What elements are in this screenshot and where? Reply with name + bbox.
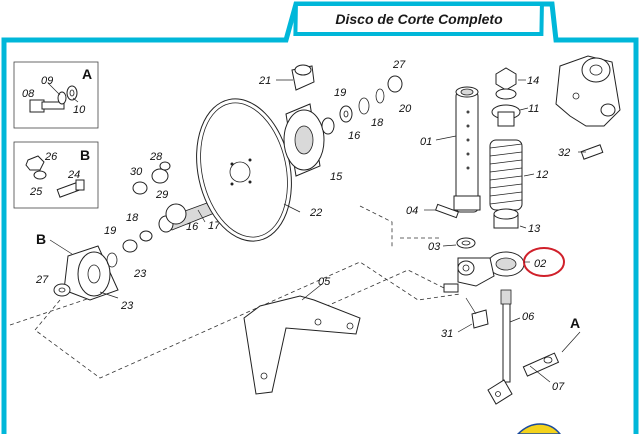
part-label-11: 11 [528,103,539,115]
part-label-17: 17 [208,220,221,232]
detail-label-a: A [82,66,92,82]
part-label-05: 05 [318,276,331,288]
part-label-20: 20 [398,103,412,115]
bearing-hub: 21 16 15 19 18 20 27 [258,59,412,183]
part-label-31: 31 [441,328,453,340]
spring-assembly: 14 11 12 13 [489,67,548,235]
part-label-22: 22 [309,207,322,219]
part-label-29: 29 [155,189,168,201]
part-label-04: 04 [406,205,418,217]
part-label-19-b: 19 [334,87,346,99]
adjusting-rod: 06 07 A [487,289,581,405]
part-label-21: 21 [258,75,271,87]
detail-inset-b: B 26 25 24 [13,141,99,209]
part-label-15: 15 [330,171,343,183]
hub-flange-assembly: B 27 23 23 19 18 [35,212,153,312]
part-label-23: 23 [120,300,134,312]
pivot-arm: 02 [443,247,565,293]
assembly-guide-line-2 [359,205,440,248]
part-label-14: 14 [527,75,539,87]
part-label-32: 32 [558,147,570,159]
part-label-16-b: 16 [348,130,361,142]
part-label-28: 28 [149,151,163,163]
part-label-23-b: 23 [133,268,147,280]
part-label-25: 25 [29,186,43,198]
part-label-13: 13 [528,223,541,235]
vertical-column: 01 [420,86,481,213]
detail-label-b: B [80,147,90,163]
frame-mount: 32 [555,55,621,160]
bolt-31: 31 [441,297,489,340]
detail-inset-a: A 08 09 10 [13,61,99,129]
part-label-09: 09 [41,75,53,87]
part-label-16: 16 [186,221,199,233]
part-label-02: 02 [534,258,546,270]
mounting-bracket: 05 [243,276,361,395]
part-label-12: 12 [536,169,548,181]
part-label-24: 24 [67,169,80,181]
assembly-guide-line [9,261,461,379]
part-label-10: 10 [73,104,86,116]
part-label-27: 27 [35,274,49,286]
part-label-30: 30 [130,166,143,178]
page-title: Disco de Corte Completo [335,11,503,27]
part-label-18-b: 18 [371,117,384,129]
part-label-03: 03 [428,241,441,253]
brand-logo [516,423,561,434]
part-label-27-b: 27 [392,59,406,71]
part-label-07: 07 [552,381,565,393]
part-label-01: 01 [420,136,432,148]
part-label-19: 19 [104,225,116,237]
part-label-18: 18 [126,212,139,224]
detail-label-b-main: B [36,231,46,247]
detail-label-a-main: A [570,315,580,331]
part-label-06: 06 [522,311,535,323]
pin-and-bushing: 04 03 [406,203,476,253]
part-label-08: 08 [22,88,35,100]
part-label-26: 26 [44,151,58,163]
title-box [293,2,544,36]
